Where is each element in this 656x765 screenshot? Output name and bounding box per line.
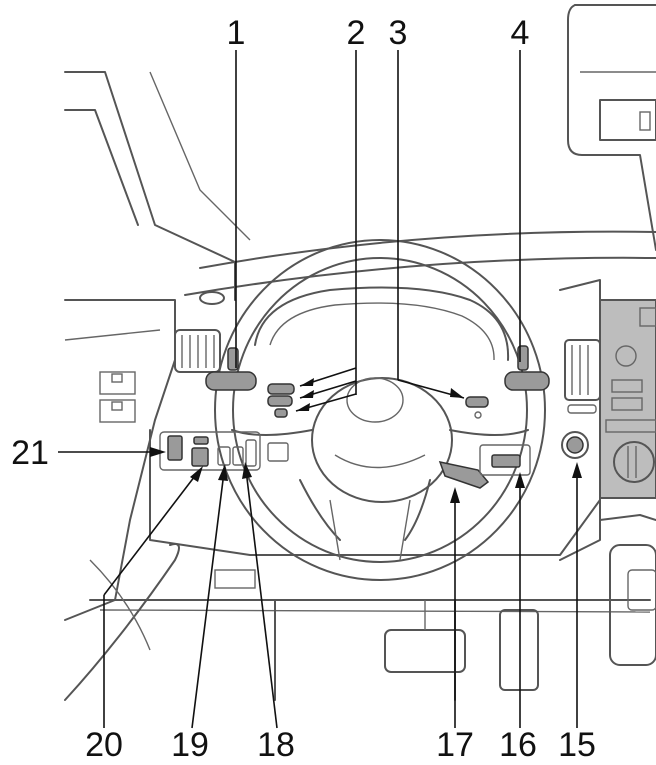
- leader-19: [191, 471, 225, 729]
- part-2-switch-a: [267, 383, 295, 395]
- callout-3: 3: [389, 14, 408, 52]
- part-2-switch-c: [274, 408, 288, 418]
- callout-20: 20: [85, 726, 123, 764]
- callout-19: 19: [171, 726, 209, 764]
- callout-4: 4: [511, 14, 530, 52]
- part-4-lever: [504, 371, 550, 391]
- callout-labels: 1 2 3 4 15 16 17 18 19 20 21: [11, 14, 596, 764]
- part-1-lever: [205, 371, 257, 391]
- leader-lines: [58, 50, 582, 729]
- part-20-switch-top: [193, 436, 209, 445]
- part-17-lever: [438, 460, 490, 489]
- callout-18: 18: [257, 726, 295, 764]
- callout-2: 2: [347, 14, 366, 52]
- part-2-switch-b: [267, 395, 293, 407]
- part-20-switch: [191, 447, 209, 467]
- part-21-switch: [167, 435, 183, 461]
- callout-1: 1: [227, 14, 246, 52]
- interior-outline: [64, 4, 656, 701]
- part-3-switch: [465, 396, 489, 408]
- part-15-knob: [566, 436, 584, 454]
- highlighted-controls: [159, 345, 589, 489]
- callout-21: 21: [11, 434, 49, 472]
- steering-wheel: [214, 239, 546, 581]
- leader-18: [245, 469, 278, 729]
- part-16-switch: [491, 454, 521, 468]
- callout-16: 16: [499, 726, 537, 764]
- callout-17: 17: [436, 726, 474, 764]
- callout-15: 15: [558, 726, 596, 764]
